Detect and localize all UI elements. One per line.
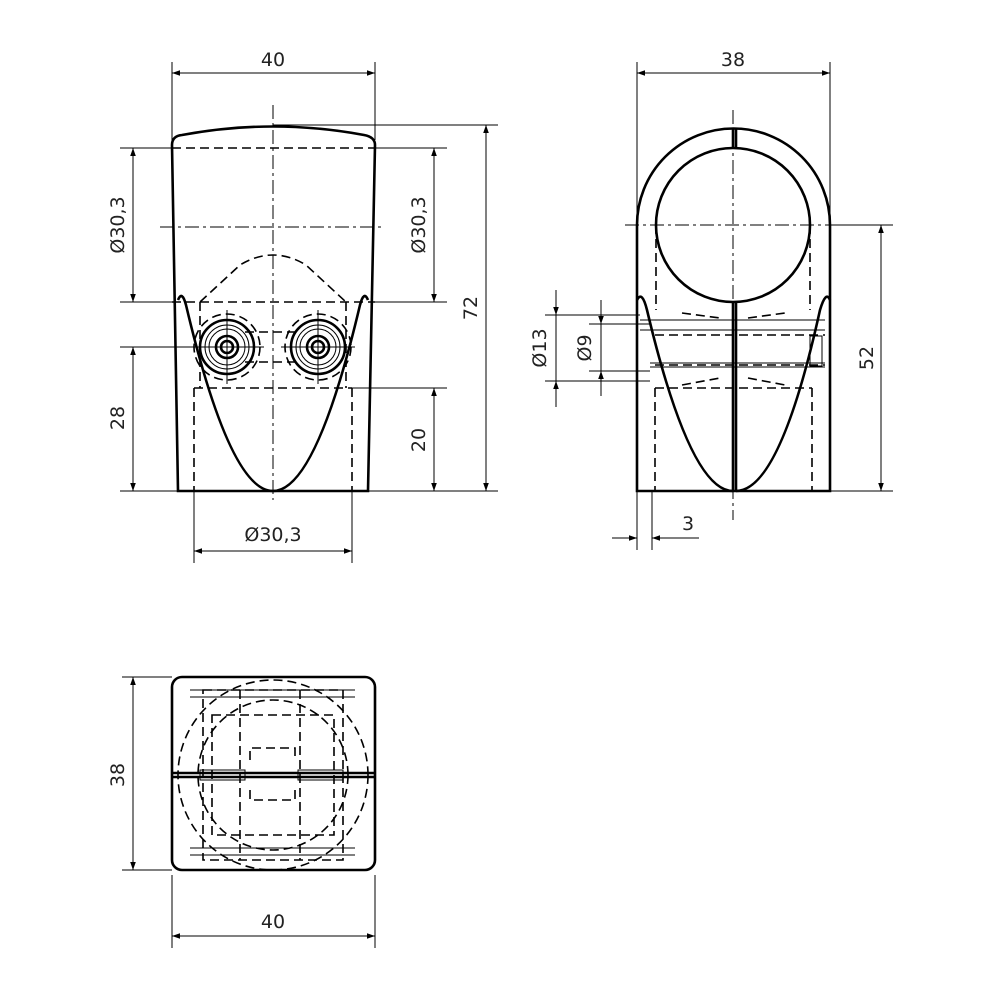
screw-right <box>281 310 355 384</box>
dim-front-bottom-bore: Ø30,3 <box>244 524 301 546</box>
front-view: 40 Ø30,3 Ø30,3 72 28 20 Ø30,3 <box>107 49 498 563</box>
dim-front-bore-left: Ø30,3 <box>107 196 129 253</box>
dim-top-depth: 38 <box>107 763 129 787</box>
dim-front-width: 40 <box>261 49 285 71</box>
dim-front-lower-height: 20 <box>408 428 430 452</box>
dim-front-hole-height: 28 <box>107 406 129 430</box>
dim-side-height: 52 <box>856 346 878 370</box>
dim-side-width: 38 <box>721 49 745 71</box>
front-outline <box>170 125 377 493</box>
dim-front-bore-right: Ø30,3 <box>408 196 430 253</box>
side-outline <box>635 127 832 493</box>
dim-side-hole-inner: Ø9 <box>574 334 596 361</box>
side-view: 38 52 Ø13 Ø9 3 <box>529 49 893 550</box>
top-view: 38 40 <box>107 675 377 948</box>
screw-left <box>190 310 264 384</box>
dim-side-wall-offset: 3 <box>682 513 694 535</box>
dim-top-width: 40 <box>261 911 285 933</box>
dim-front-height: 72 <box>460 296 482 320</box>
dim-side-hole-outer: Ø13 <box>529 328 551 367</box>
